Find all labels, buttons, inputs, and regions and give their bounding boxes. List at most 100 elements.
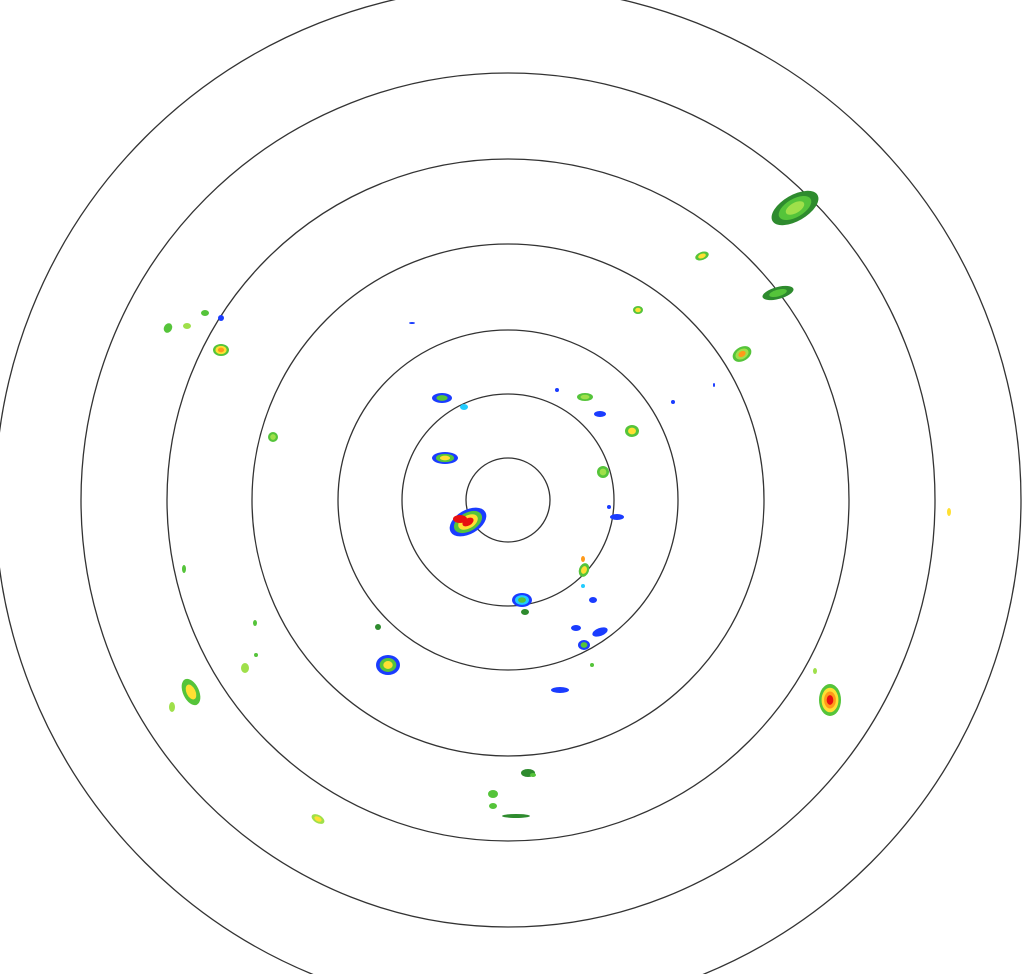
echo-cell-yellow: [581, 566, 587, 574]
radar-echo: [241, 663, 249, 673]
radar-echo: [181, 678, 201, 706]
radar-echo: [597, 466, 609, 478]
echo-cell-weak: [551, 687, 569, 693]
echo-cell-yellow: [439, 455, 451, 461]
radar-echo: [771, 190, 819, 226]
radar-echo: [732, 346, 752, 362]
echo-cell-light-green: [241, 663, 249, 673]
radar-echo: [268, 432, 278, 442]
echo-cell-orange: [581, 556, 585, 562]
radar-echo: [555, 388, 559, 392]
radar-echo: [695, 251, 709, 261]
radar-echo: [449, 507, 487, 537]
echo-cell-weak: [589, 597, 597, 603]
range-ring-1: [465, 457, 551, 543]
echo-cell-light-blue: [581, 584, 585, 588]
radar-echo: [169, 702, 175, 712]
echo-cell-weak: [610, 514, 624, 520]
radar-echo: [594, 411, 606, 417]
echo-cell-weak: [713, 383, 715, 387]
radar-echo: [577, 393, 593, 401]
echo-cell-weak: [409, 322, 415, 324]
radar-echo: [578, 640, 590, 650]
echo-cell-yellow: [947, 508, 951, 516]
range-ring-3: [337, 329, 679, 671]
echo-cell-weak: [592, 627, 608, 637]
radar-echo: [432, 452, 458, 464]
radar-echo: [521, 609, 529, 615]
echo-cell-green: [518, 597, 526, 603]
radar-echo: [633, 306, 643, 314]
echo-cell-yellow: [635, 307, 641, 313]
echo-cell-light-green: [599, 468, 607, 476]
echo-cell-light-green: [169, 702, 175, 712]
radar-echo: [311, 814, 325, 824]
echo-cell-green: [769, 288, 787, 298]
radar-echo: [590, 663, 594, 667]
radar-echo: [571, 625, 581, 631]
radar-echo: [512, 593, 532, 607]
radar-echo: [947, 508, 951, 516]
echo-cell-light-green: [785, 201, 805, 215]
echo-cell-green: [163, 323, 173, 333]
echo-cell-yellow: [314, 816, 322, 822]
radar-echo: [610, 514, 624, 520]
echo-cell-yellow: [698, 253, 706, 259]
radar-echo: [432, 393, 452, 403]
radar-echo: [488, 790, 498, 798]
echo-cell-green: [530, 773, 536, 777]
echo-cell-green: [580, 642, 588, 648]
range-ring-6: [80, 72, 936, 928]
echo-cell-orange: [738, 350, 746, 358]
radar-echo: [163, 323, 173, 333]
radar-echo: [375, 624, 381, 630]
echo-cell-dark-green: [502, 814, 530, 818]
radar-echo: [213, 344, 229, 356]
echo-cell-green: [182, 565, 186, 573]
radar-echo: [589, 597, 597, 603]
echo-cell-weak: [555, 388, 559, 392]
echo-cell-yellow: [185, 684, 197, 700]
radar-echo: [625, 425, 639, 437]
radar-echo: [713, 383, 715, 387]
echo-cell-dark-green: [521, 609, 529, 615]
radar-echo: [218, 315, 224, 321]
echo-cell-yellow: [383, 661, 393, 669]
echo-cell-green: [254, 653, 258, 657]
radar-echo: [502, 814, 530, 818]
radar-echo: [201, 310, 209, 316]
echo-cell-light-blue: [460, 404, 468, 410]
radar-echo: [813, 668, 817, 674]
precipitation-echoes: [163, 190, 951, 824]
radar-echo: [592, 627, 608, 637]
range-ring-4: [251, 243, 765, 757]
radar-echo: [453, 515, 467, 523]
echo-cell-green: [590, 663, 594, 667]
echo-cell-red: [826, 695, 834, 705]
radar-echo: [762, 285, 794, 301]
radar-echo: [671, 400, 675, 404]
radar-echo: [578, 563, 590, 577]
echo-cell-light-green: [813, 668, 817, 674]
radar-echo: [581, 556, 585, 562]
radar-echo: [376, 655, 400, 675]
echo-cell-red: [453, 515, 467, 523]
echo-cell-orange: [217, 347, 225, 353]
echo-cell-weak: [571, 625, 581, 631]
echo-cell-light-green: [580, 394, 590, 400]
radar-echo: [607, 505, 611, 509]
echo-cell-light-green: [270, 434, 276, 440]
echo-cell-dark-green: [375, 624, 381, 630]
echo-cell-weak: [607, 505, 611, 509]
echo-cell-green: [436, 395, 448, 401]
radar-echo: [253, 620, 257, 626]
radar-echo: [254, 653, 258, 657]
radar-echo: [460, 404, 468, 410]
radar-echo: [489, 803, 497, 809]
echo-cell-green: [489, 803, 497, 809]
radar-echo: [183, 323, 191, 329]
echo-cell-weak: [671, 400, 675, 404]
radar-echo: [581, 584, 585, 588]
